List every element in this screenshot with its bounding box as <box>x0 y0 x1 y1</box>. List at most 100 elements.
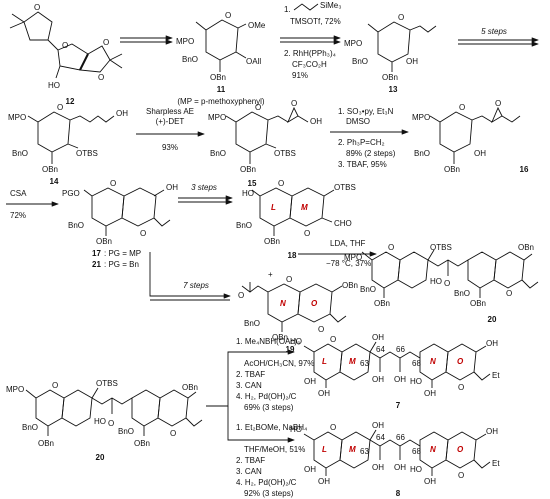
reagent-text: −78 °C, 37% <box>326 259 371 268</box>
otbs-label: OTBS <box>274 149 296 158</box>
reagent-text: 2. TBAF <box>236 456 265 465</box>
o-label: O <box>57 103 63 112</box>
oall-label: OAll <box>246 57 261 66</box>
structure-19 <box>241 282 347 332</box>
o-label: O <box>286 275 292 284</box>
reagent-text: Sharpless AE <box>146 107 194 116</box>
reagent-text: THF/MeOH, 51% <box>244 445 305 454</box>
yield-text: 91% <box>292 71 308 80</box>
oh-label: OH <box>318 477 330 486</box>
compound-17-number: 17 <box>92 249 101 258</box>
obn-label: BnO <box>454 289 470 298</box>
structure-16 <box>429 106 521 164</box>
mpo-label: MPO <box>412 113 430 122</box>
o-label: O <box>304 229 310 238</box>
reagent-text: 4. H₂, Pd(OH)₂/C <box>236 478 297 487</box>
hydroxyl-label: HO <box>94 417 106 426</box>
carbon-number: 68 <box>412 359 421 368</box>
pg-definition: : PG = Bn <box>104 260 139 269</box>
obn-label: OBn <box>210 73 226 82</box>
mpo-label: MPO <box>6 385 24 394</box>
obn-label: OBn <box>342 281 358 290</box>
reagent-text: AcOH/CH₃CN, 97% <box>244 359 314 368</box>
obn-label: BnO <box>12 149 28 158</box>
o-label: O <box>62 41 68 50</box>
structure-20 <box>361 249 539 298</box>
obn-label: OBn <box>518 243 534 252</box>
carbon-number: 64 <box>376 433 385 442</box>
o-label: O <box>170 429 176 438</box>
allylsilane-bond <box>293 3 319 11</box>
structure-15 <box>225 106 309 164</box>
reagent-text: LDA, THF <box>330 239 366 248</box>
compound-12-number: 12 <box>66 97 75 106</box>
obn-label: OBn <box>444 165 460 174</box>
structure-12 <box>9 11 123 79</box>
oh-label: OH <box>372 421 384 430</box>
compound-16-number: 16 <box>520 165 529 174</box>
step-count: 3 steps <box>191 183 217 192</box>
ring-label-N: N <box>280 299 286 308</box>
reagent-text: 3. CAN <box>236 381 262 390</box>
reagent-text: 3. CAN <box>236 467 262 476</box>
ethyl-label: Et <box>492 371 500 380</box>
reagent-text: 1. Me₄NBH(OAc)₃ <box>236 337 300 346</box>
o-label: O <box>278 179 284 188</box>
otbs-label: OTBS <box>430 243 452 252</box>
oh-label: OH <box>304 377 316 386</box>
reagent-text: (+)-DET <box>156 117 185 126</box>
o-label: O <box>291 99 297 108</box>
mp-definition: (MP = p-methoxyphenyl) <box>177 97 265 106</box>
reagent-text: CSA <box>10 189 27 198</box>
compound-11-number: 11 <box>217 85 226 94</box>
reagent-text: 1. <box>284 5 291 14</box>
structure-20-bottom <box>25 387 203 436</box>
carbon-number: 66 <box>396 433 405 442</box>
oh-label: OH <box>424 477 436 486</box>
mpo-label: MPO <box>176 37 194 46</box>
ketone-o-label: O <box>444 279 450 288</box>
compound-20-number: 20 <box>488 315 497 324</box>
pgo-label: PGO <box>62 189 80 198</box>
o-label: O <box>238 291 244 300</box>
obn-label: BnO <box>352 57 368 66</box>
o-label: O <box>458 383 464 392</box>
obn-label: BnO <box>236 221 252 230</box>
obn-label: OBn <box>382 73 398 82</box>
carbon-number: 68 <box>412 447 421 456</box>
oh-label: OH <box>310 117 322 126</box>
ring-label-L: L <box>322 357 327 366</box>
otbs-label: OTBS <box>96 379 118 388</box>
oh-label: OH <box>372 375 384 384</box>
reagent-text: 2. RhH(PPh₃)₄ <box>284 49 336 58</box>
obn-label: OBn <box>272 333 288 342</box>
yield-text: 89% (2 steps) <box>346 149 396 158</box>
reagent-text: 4. H₂, Pd(OH)₂/C <box>236 392 297 401</box>
reagent-text: 2. Ph₃P=CH₂ <box>338 138 385 147</box>
o-label: O <box>388 243 394 252</box>
compound-13-number: 13 <box>389 85 398 94</box>
yield-text: 92% (3 steps) <box>244 489 294 498</box>
ring-label-N: N <box>430 357 436 366</box>
compound-21-number: 21 <box>92 260 101 269</box>
reagent-text: TMSOTf, 72% <box>290 17 341 26</box>
ring-label-M: M <box>349 357 356 366</box>
obn-label: OBn <box>42 165 58 174</box>
otbs-label: OTBS <box>76 149 98 158</box>
compound-7-number: 7 <box>396 401 401 410</box>
reagent-text: 3. TBAF, 95% <box>338 160 387 169</box>
oh-label: OH <box>424 389 436 398</box>
structure-7 <box>303 341 491 388</box>
o-label: O <box>255 103 261 112</box>
obn-label: OBn <box>374 299 390 308</box>
ring-label-L: L <box>271 203 276 212</box>
obn-label: OBn <box>182 383 198 392</box>
o-label: O <box>398 13 404 22</box>
reaction-arrow <box>206 349 295 407</box>
reagent-text: 1. SO₃•py, Et₃N <box>338 107 394 116</box>
reaction-arrow <box>149 252 231 299</box>
o-label: O <box>459 103 465 112</box>
o-label: O <box>458 471 464 480</box>
yield-text: 93% <box>162 143 178 152</box>
